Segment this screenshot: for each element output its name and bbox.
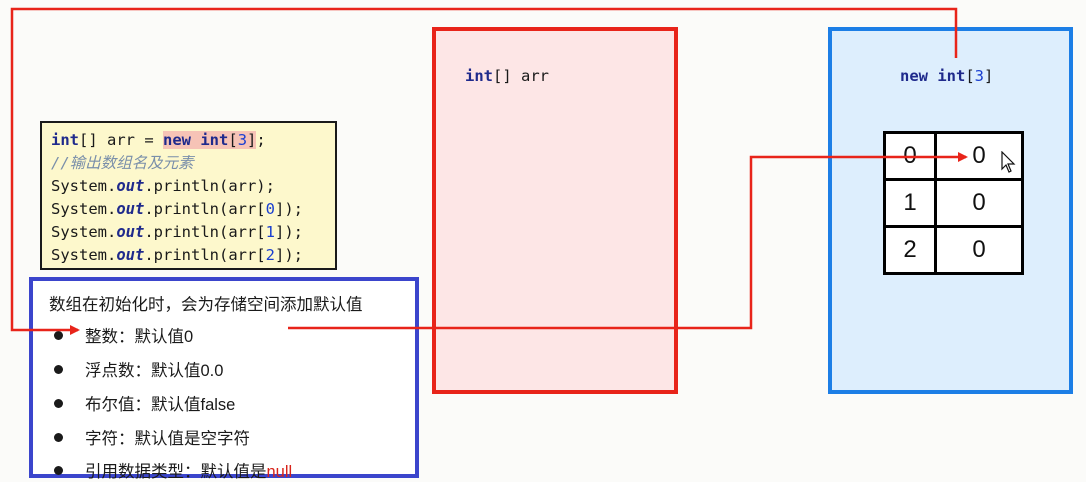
code-token: ] — [984, 67, 994, 85]
code-token: ; — [256, 131, 266, 149]
array-row: 2 0 — [883, 225, 1024, 275]
code-token: System. — [51, 246, 117, 264]
code-token: [ — [965, 67, 975, 85]
list-item: 整数：默认值0 — [54, 323, 193, 347]
code-token: int — [200, 131, 229, 149]
code-token: .println(arr); — [144, 177, 275, 195]
code-token: new — [163, 131, 191, 149]
default-values-box: 数组在初始化时，会为存储空间添加默认值 整数：默认值0 浮点数：默认值0.0 布… — [29, 277, 419, 481]
list-item-label: 整数：默认值0 — [85, 328, 194, 346]
array-index-cell: 1 — [883, 178, 937, 228]
array-value-cell: 0 — [934, 225, 1024, 275]
stack-memory-box: int[] arr — [432, 27, 678, 394]
bullet-icon — [54, 331, 63, 341]
code-token: [ — [228, 131, 238, 149]
code-token: out — [116, 200, 145, 218]
heap-object-label: new int[3] — [900, 67, 993, 85]
code-token: .println(arr[ — [144, 200, 266, 218]
code-token: 1 — [265, 223, 275, 241]
bullet-icon — [54, 433, 63, 443]
code-token: [] arr = — [79, 131, 163, 149]
code-token: out — [116, 177, 145, 195]
code-token: .println(arr[ — [144, 223, 266, 241]
mouse-pointer-icon — [1001, 151, 1016, 173]
code-token: ]); — [275, 223, 303, 241]
info-title: 数组在初始化时，会为存储空间添加默认值 — [49, 296, 363, 314]
code-token: ]); — [275, 200, 303, 218]
code-line: int[] arr = new int[3]; — [51, 129, 335, 152]
array-row: 1 0 — [883, 178, 1024, 228]
code-line: System.out.println(arr[0]); — [51, 198, 335, 221]
code-token — [191, 131, 201, 149]
array-value-cell: 0 — [934, 178, 1024, 228]
code-token: 0 — [265, 200, 275, 218]
bullet-icon — [54, 466, 63, 476]
array-index-cell: 0 — [883, 131, 937, 181]
heap-memory-box: new int[3] 0 0 1 0 2 0 — [828, 27, 1073, 394]
code-token: System. — [51, 223, 117, 241]
bullet-icon — [54, 365, 63, 375]
code-snippet: int[] arr = new int[3]; //输出数组名及元素 Syste… — [40, 121, 337, 270]
code-token: new — [900, 67, 938, 85]
code-token: ] — [247, 131, 257, 149]
code-token: System. — [51, 177, 117, 195]
code-line: System.out.println(arr); — [51, 175, 335, 198]
code-token: //输出数组名及元素 — [51, 154, 194, 172]
list-item: 浮点数：默认值0.0 — [54, 357, 223, 381]
list-item-label: 浮点数：默认值0.0 — [85, 362, 224, 380]
array-index-cell: 2 — [883, 225, 937, 275]
code-token: out — [116, 246, 145, 264]
null-keyword: null — [266, 463, 293, 481]
code-token: out — [116, 223, 145, 241]
code-token: 3 — [974, 67, 985, 85]
code-token: 2 — [265, 246, 275, 264]
list-item-label: 引用数据类型：默认值是 — [85, 463, 267, 481]
code-token: int — [937, 67, 966, 85]
code-line: //输出数组名及元素 — [51, 152, 335, 175]
list-item: 布尔值：默认值false — [54, 391, 235, 415]
code-token: System. — [51, 200, 117, 218]
bullet-icon — [54, 399, 63, 409]
code-line: System.out.println(arr[2]); — [51, 244, 335, 267]
list-item-label: 字符：默认值是空字符 — [85, 430, 250, 448]
list-item: 字符：默认值是空字符 — [54, 425, 250, 449]
code-token: .println(arr[ — [144, 246, 266, 264]
list-item: 引用数据类型：默认值是null — [54, 458, 292, 482]
code-line: System.out.println(arr[1]); — [51, 221, 335, 244]
code-token: [] arr — [493, 67, 549, 85]
stack-variable-label: int[] arr — [465, 67, 549, 85]
code-token: 3 — [237, 131, 248, 149]
code-token: ]); — [275, 246, 303, 264]
code-token: int — [51, 131, 79, 149]
list-item-label: 布尔值：默认值false — [85, 396, 236, 414]
code-token: int — [465, 67, 493, 85]
